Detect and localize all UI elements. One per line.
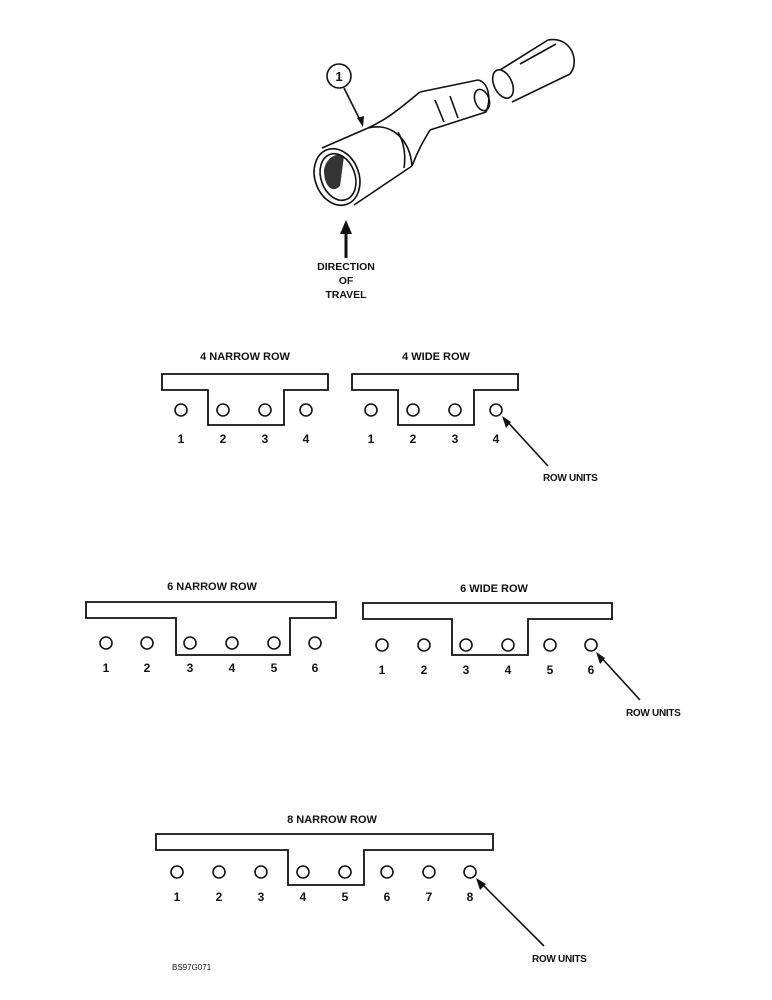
tube-illustration: [313, 38, 575, 207]
layout-6-narrow: 6 NARROW ROW 1 2 3 4 5 6: [85, 581, 337, 675]
row-unit-number: 1: [368, 432, 375, 446]
row-unit-number: 4: [303, 432, 310, 446]
row-unit-number: 4: [493, 432, 500, 446]
callout-number: 1: [335, 69, 342, 84]
row-units-pointer-label: ROW UNITS: [626, 708, 681, 719]
layout-6-wide: 6 WIDE ROW 1 2 3 4 5 6 ROW UNITS: [362, 583, 681, 719]
row-unit-number: 2: [216, 890, 223, 904]
row-unit-number: 6: [588, 663, 595, 677]
row-unit-number: 8: [467, 890, 474, 904]
row-unit-number: 7: [426, 890, 433, 904]
layout-title: 8 NARROW ROW: [287, 814, 377, 826]
direction-label-line1: DIRECTION: [317, 261, 375, 273]
row-unit-number: 3: [187, 661, 194, 675]
layout-title: 4 WIDE ROW: [402, 351, 470, 363]
callout-1: 1: [326, 63, 364, 127]
row-unit-number: 6: [384, 890, 391, 904]
row-unit-number: 4: [229, 661, 236, 675]
layout-8-narrow: 8 NARROW ROW 1 2 3 4 5 6 7 8 ROW UNITS: [155, 814, 587, 965]
row-unit-number: 3: [258, 890, 265, 904]
row-unit-number: 5: [547, 663, 554, 677]
row-unit-number: 5: [271, 661, 278, 675]
layout-4-wide: 4 WIDE ROW 1 2 3 4 ROW UNITS: [351, 351, 598, 484]
row-unit-number: 2: [220, 432, 227, 446]
direction-label-line3: TRAVEL: [325, 289, 367, 301]
layout-title: 6 WIDE ROW: [460, 583, 528, 595]
row-unit-number: 1: [174, 890, 181, 904]
row-units-pointer-label: ROW UNITS: [532, 954, 587, 965]
direction-arrow: [340, 220, 352, 258]
direction-label-line2: OF: [339, 275, 354, 287]
row-unit-number: 5: [342, 890, 349, 904]
row-unit-number: 1: [379, 663, 386, 677]
row-unit-number: 3: [262, 432, 269, 446]
row-unit-number: 6: [312, 661, 319, 675]
row-unit-number: 3: [452, 432, 459, 446]
figure-code: BS97G071: [172, 963, 212, 972]
layout-4-narrow: 4 NARROW ROW 1 2 3 4: [161, 351, 329, 446]
row-unit-number: 1: [178, 432, 185, 446]
row-unit-number: 1: [103, 661, 110, 675]
layout-title: 6 NARROW ROW: [167, 581, 257, 593]
row-unit-number: 4: [300, 890, 307, 904]
row-unit-number: 2: [144, 661, 151, 675]
row-unit-number: 3: [463, 663, 470, 677]
row-unit-number: 4: [505, 663, 512, 677]
row-unit-number: 2: [410, 432, 417, 446]
row-units-pointer-label: ROW UNITS: [543, 473, 598, 484]
layout-title: 4 NARROW ROW: [200, 351, 290, 363]
row-unit-number: 2: [421, 663, 428, 677]
